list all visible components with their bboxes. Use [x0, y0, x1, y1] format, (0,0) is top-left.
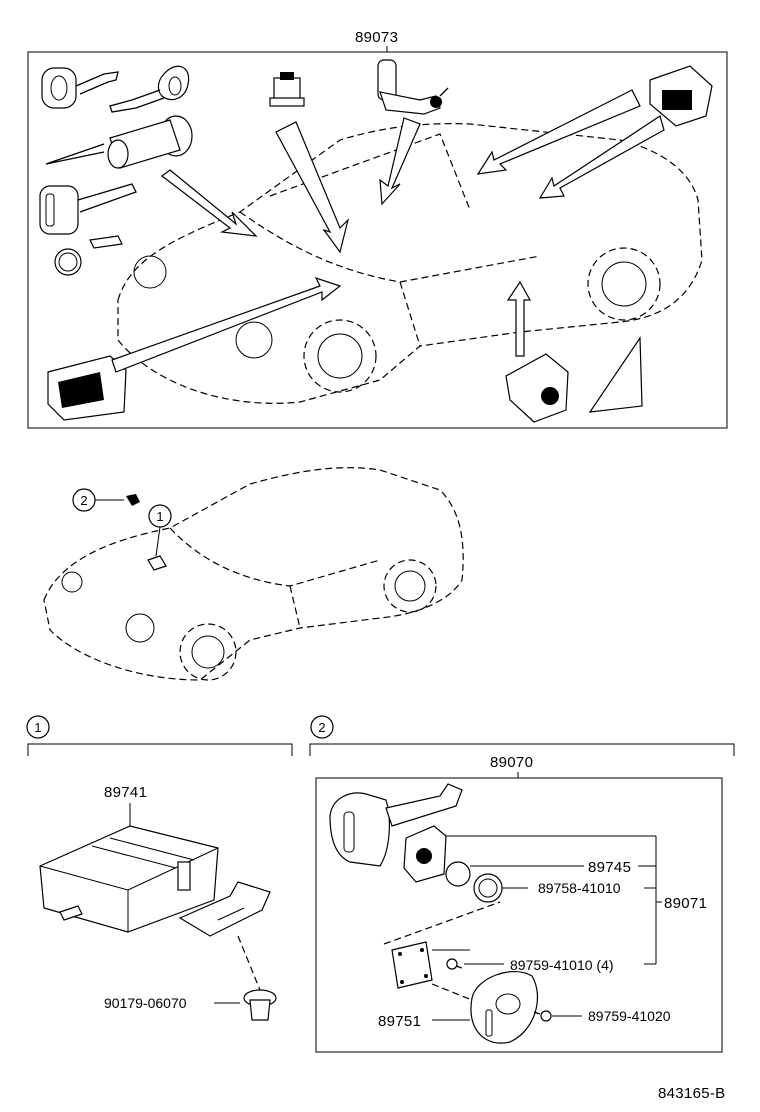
callout-2-number: 2: [80, 493, 87, 508]
chip-icon: [89, 235, 123, 249]
screw-icon: [446, 958, 463, 970]
door-lock-cylinder-icon: [377, 59, 449, 115]
section2-bracket: [309, 743, 735, 756]
part-89071-label: 89071: [664, 895, 707, 912]
chip-89745-icon: [445, 861, 471, 887]
plate-icon: [391, 941, 433, 989]
screw-small-icon: [533, 1010, 552, 1022]
transponder-key-detail-icon: [329, 783, 463, 867]
part-89741-label: 89741: [104, 784, 147, 801]
top-panel-frame: [27, 51, 728, 429]
section1-number: 1: [34, 720, 41, 735]
section2-number: 2: [318, 720, 325, 735]
section2-frame: [315, 777, 723, 1053]
section1-bracket: [27, 743, 293, 756]
small-sensor-icon: [269, 72, 305, 107]
part-89070-label: 89070: [490, 754, 533, 771]
section1-marker: [26, 715, 50, 739]
key-cover-89751-icon: [470, 971, 539, 1044]
drawing-code: 843165-B: [658, 1085, 725, 1102]
key-small-icon: [41, 67, 119, 109]
top-assembly-label: 89073: [355, 29, 398, 46]
callout-arrows: [111, 89, 665, 373]
part-89758-41010-label: 89758-41010: [538, 880, 621, 896]
clip-dashed-leader: [237, 935, 261, 991]
plate-dashed-leader: [383, 901, 501, 945]
part-89759-41020-label: 89759-41020: [588, 1008, 671, 1024]
part-90179-06070-label: 90179-06070: [104, 995, 187, 1011]
part-89759-41010-label: 89759-41010 (4): [510, 957, 614, 973]
trunk-lock-cylinder-icon: [505, 353, 569, 423]
callout-1-number: 1: [156, 509, 163, 524]
ring-89758-icon: [473, 873, 503, 903]
key-large-icon: [109, 65, 190, 113]
corner-panel-icon: [588, 336, 643, 413]
transponder-key-icon: [39, 183, 137, 235]
ring-icon: [54, 248, 82, 276]
ecu-icon: [47, 355, 127, 421]
section2-marker: [310, 715, 334, 739]
car-top-view: [117, 123, 703, 404]
part-89745-label: 89745: [588, 859, 631, 876]
car-middle-view: [43, 467, 464, 681]
mounting-bracket-icon: [178, 881, 271, 937]
clip-icon: [243, 989, 277, 1021]
cover-dashed-leader: [431, 983, 473, 1001]
immobilizer-ecu-icon: [39, 825, 219, 933]
latch-icon: [649, 65, 713, 127]
ignition-cylinder-icon: [45, 115, 193, 169]
callout-1-leader: [155, 526, 161, 557]
part-89751-label: 89751: [378, 1013, 421, 1030]
transponder-holder-icon: [403, 825, 447, 883]
